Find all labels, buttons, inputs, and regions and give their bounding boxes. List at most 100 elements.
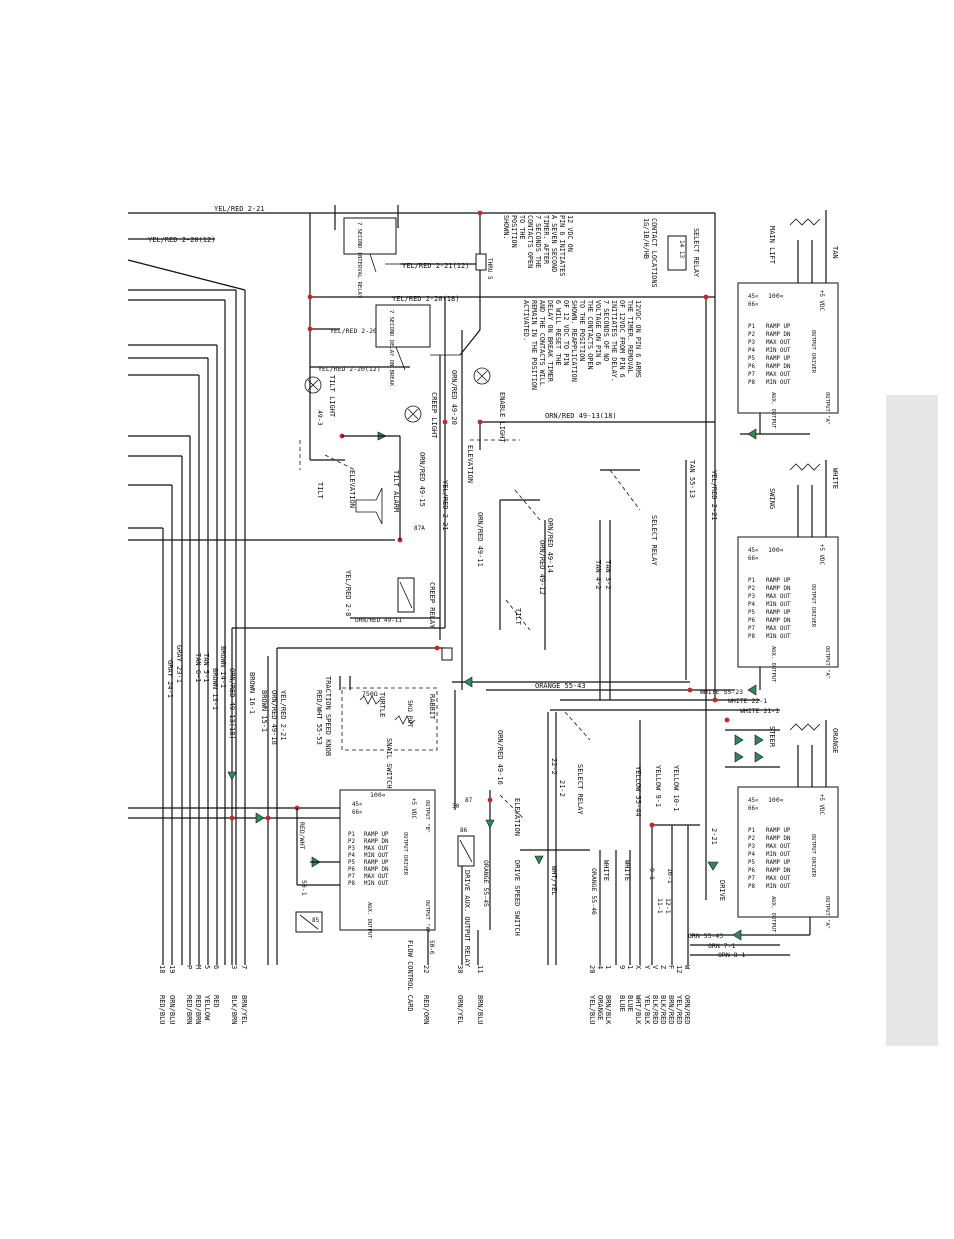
flow-card-p6: P6 bbox=[348, 867, 355, 873]
note2-line4: INITIATES THE DELAY. bbox=[610, 300, 618, 382]
label-11-1: 11-1 bbox=[656, 898, 664, 914]
left-wire-brown-16: BROWN 16-1 bbox=[248, 672, 256, 714]
label-snail-switch: SNAIL SWITCH bbox=[385, 738, 393, 789]
card-3-p6: P6 bbox=[748, 868, 755, 874]
conn-r-color-2: BRN/BLK bbox=[604, 995, 612, 1025]
card-2-ohm-a: 45« bbox=[748, 548, 758, 554]
card-3-fn6: RAMP DN bbox=[766, 868, 791, 874]
conn-l-color-3: RED/BRN bbox=[194, 995, 202, 1025]
wire-label-top-2: YEL/RED 2-20(12) bbox=[148, 236, 215, 244]
label-orn-7-1: ORN 7-1 bbox=[708, 942, 735, 950]
note2-line15: ACTIVATED. bbox=[522, 300, 530, 341]
left-wire-brown-13: BROWN 13-1 bbox=[211, 668, 219, 710]
flow-card-fn1: RAMP UP bbox=[364, 832, 389, 838]
conn-r-color-1: ORANGE bbox=[596, 995, 604, 1020]
note2-line7: THE CONTACTS OPEN bbox=[586, 300, 594, 370]
card-2-fn1: RAMP UP bbox=[766, 578, 791, 584]
note2-line13: AND THE CONTACTS WILL bbox=[538, 300, 546, 386]
conn-r-pin-3: 9 bbox=[618, 965, 626, 969]
conn-r-color-8: BLK/RED bbox=[659, 995, 667, 1025]
card-2-p1: P1 bbox=[748, 578, 755, 584]
wire-label-top-5: YEL/RED 2-20 bbox=[330, 327, 377, 335]
conn-m-pin-2: 11 bbox=[476, 965, 484, 973]
select-relay-box bbox=[667, 235, 687, 271]
tilt-alarm-label: TILT ALARM bbox=[392, 470, 400, 512]
card-3-p1: P1 bbox=[748, 828, 755, 834]
card-1-fn7: MAX OUT bbox=[766, 372, 791, 378]
label-30: 30 bbox=[452, 803, 460, 810]
label-5k-pot: 5KΩ POT bbox=[406, 700, 414, 727]
label-86: 86 bbox=[460, 827, 468, 834]
conn-r-color-4: BLUE bbox=[626, 995, 634, 1012]
conn-m-color-1: ORN/YEL bbox=[456, 995, 464, 1025]
conn-m-color-0: RED/ORN bbox=[422, 995, 430, 1025]
label-21-2: 21-2 bbox=[558, 780, 566, 797]
label-9-1: 9-1 bbox=[648, 868, 656, 880]
pot-5k bbox=[394, 715, 416, 725]
conn-l-color-6: BLK/BRN bbox=[230, 995, 238, 1025]
flow-card-p8: P8 bbox=[348, 881, 355, 887]
card-2-p3: P3 bbox=[748, 594, 755, 600]
pot-label-orange: ORANGE bbox=[831, 728, 839, 753]
conn-r-pin-11: W bbox=[683, 965, 691, 970]
card-1-fn1: RAMP UP bbox=[766, 324, 791, 330]
label-drive-speed-switch: DRIVE SPEED SWITCH bbox=[513, 860, 521, 936]
conn-r-color-0: YEL/BLU bbox=[588, 995, 596, 1025]
label-wht-yel: WHT/YEL bbox=[550, 866, 558, 896]
note-interval: 12 VDC ON PIN 6 INITIATES A SEVEN SECOND… bbox=[502, 215, 574, 276]
label-750-ohm: 750Ω bbox=[362, 690, 378, 698]
wire-label-top-4: YEL/RED 2-20(18) bbox=[392, 295, 459, 303]
label-orn-red-49-11: ORN/RED 49-11 bbox=[476, 512, 484, 567]
conn-l-pin-4: 5 bbox=[203, 965, 211, 969]
card-1-fn5: RAMP UP bbox=[766, 356, 791, 362]
note1-line9: SHOWN. bbox=[502, 215, 510, 240]
conn-r-color-5: WHT/BLK bbox=[634, 995, 642, 1025]
flow-card-p2: P2 bbox=[348, 839, 355, 845]
card-3-fn2: RAMP DN bbox=[766, 836, 791, 842]
note1-line6: CONTACTS OPEN bbox=[526, 215, 534, 268]
card-3-fn8: MIN OUT bbox=[766, 884, 791, 890]
conn-l-color-2: RED/BRN bbox=[185, 995, 193, 1025]
pot-label-swing: SWING bbox=[768, 488, 776, 509]
conn-r-color-11: ORN/RED bbox=[683, 995, 691, 1025]
left-wire-gray-24: GRAY 24-1 bbox=[166, 660, 174, 698]
card-2-fn2: RAMP DN bbox=[766, 586, 791, 592]
label-red-wht-55-53: RED/WHT 55-53 bbox=[315, 690, 323, 745]
enable-light-label: ENABLE LIGHT bbox=[498, 392, 506, 443]
left-wire-orn-red-49-18: ORN/RED 49-18 bbox=[270, 690, 278, 745]
label-yellow-55-44: YELLOW 55-44 bbox=[634, 766, 642, 817]
label-50-6: 50-6 bbox=[428, 940, 435, 955]
label-tan-3-2: TAN 3-2 bbox=[604, 560, 612, 590]
card-2-fn7: MAX OUT bbox=[766, 626, 791, 632]
conn-r-color-3: BLUE bbox=[618, 995, 626, 1012]
card-3-fn1: RAMP UP bbox=[766, 828, 791, 834]
conn-r-pin-6: Y bbox=[643, 965, 651, 970]
conn-r-pin-8: Z bbox=[659, 965, 667, 969]
label-drive: DRIVE bbox=[718, 880, 726, 901]
splice-block bbox=[441, 647, 453, 661]
left-wire-brown-15: BROWN 15-1 bbox=[260, 690, 268, 732]
card-2-p4: P4 bbox=[748, 602, 755, 608]
label-yel-red-2-21: YEL/RED 2-21 bbox=[441, 480, 449, 531]
left-wire-tan-5: TAN 5-1 bbox=[202, 653, 210, 683]
card-2-p8: P8 bbox=[748, 634, 755, 640]
label-white-22-1: WHITE 22-1 bbox=[728, 697, 767, 705]
flow-card-output-a: OUTPUT "A" bbox=[424, 900, 430, 933]
card-3-fn5: RAMP UP bbox=[766, 860, 791, 866]
tilt-switch-label: TILT bbox=[316, 482, 324, 500]
label-orange-55-43: ORANGE 55-43 bbox=[535, 682, 586, 690]
wire-label-top-1: YEL/RED 2-21 bbox=[214, 205, 265, 213]
conn-m-color-2: BRN/BLU bbox=[476, 995, 484, 1025]
label-rabbit: RABBIT bbox=[428, 694, 436, 720]
note2-line1: 12VDC ON PIN 6 ARMS bbox=[634, 300, 642, 378]
card-2-p2: P2 bbox=[748, 586, 755, 592]
lights-section: TILT LIGHT 49-3 CREEP LIGHT ENABLE LIGHT… bbox=[299, 297, 718, 700]
conn-l-pin-0: 18 bbox=[158, 965, 166, 973]
tilt-light-label: TILT LIGHT bbox=[328, 375, 336, 418]
card-3-p5: P5 bbox=[748, 860, 755, 866]
select-relay-pins: 14 13 bbox=[678, 240, 685, 258]
creep-light-icon bbox=[404, 405, 422, 423]
conn-r-pin-10: 12 bbox=[675, 965, 683, 973]
pot-label-white: WHITE bbox=[831, 468, 839, 489]
card-3-vdc: +5 VDC bbox=[818, 794, 824, 815]
